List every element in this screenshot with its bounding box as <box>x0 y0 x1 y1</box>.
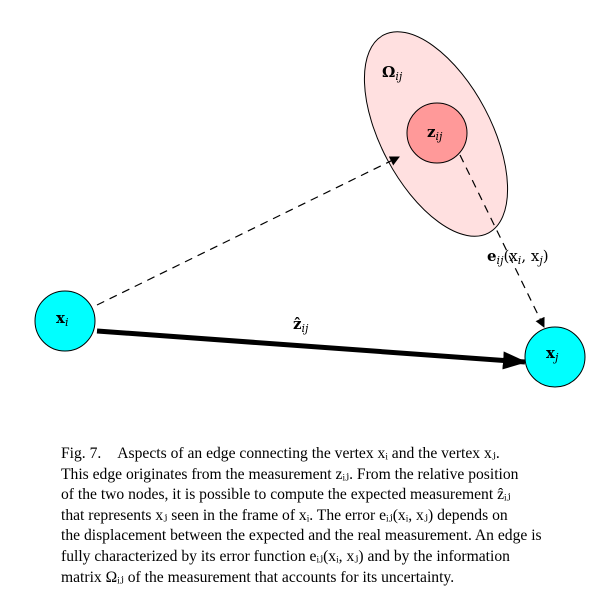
caption-line-3: of the two nodes, it is possible to comp… <box>61 486 511 504</box>
figure-caption: Fig. 7.Aspects of an edge connecting the… <box>61 444 589 588</box>
caption-line-7: matrix Ωᵢⱼ of the measurement that accou… <box>61 568 455 586</box>
caption-line-1: Fig. 7.Aspects of an edge connecting the… <box>61 445 500 462</box>
node-xj <box>524 326 586 388</box>
error-label: eij(xi, xj) <box>487 247 549 267</box>
caption-line-2: This edge originates from the measuremen… <box>61 465 519 483</box>
edge-diagram: Ωij zij xi xj ẑij eij(xi, xj) <box>34 31 586 388</box>
error-edge <box>459 154 545 328</box>
node-zij <box>406 102 468 164</box>
caption-line-6: fully characterized by its error functio… <box>61 547 510 565</box>
node-zij-label: zij <box>427 123 443 143</box>
expected-measurement-edge <box>96 328 527 370</box>
omega-label: Ωij <box>382 63 403 83</box>
node-xj-label: xj <box>546 344 559 364</box>
node-xi-label: xi <box>56 309 68 329</box>
measurement-edge <box>96 156 400 306</box>
caption-line-5: the displacement between the expected an… <box>61 527 542 545</box>
zhat-label: ẑij <box>293 315 309 335</box>
caption-line-4: that represents xⱼ seen in the frame of … <box>61 506 508 524</box>
figure-label: Fig. 7. <box>61 445 102 462</box>
node-xi <box>34 290 96 352</box>
